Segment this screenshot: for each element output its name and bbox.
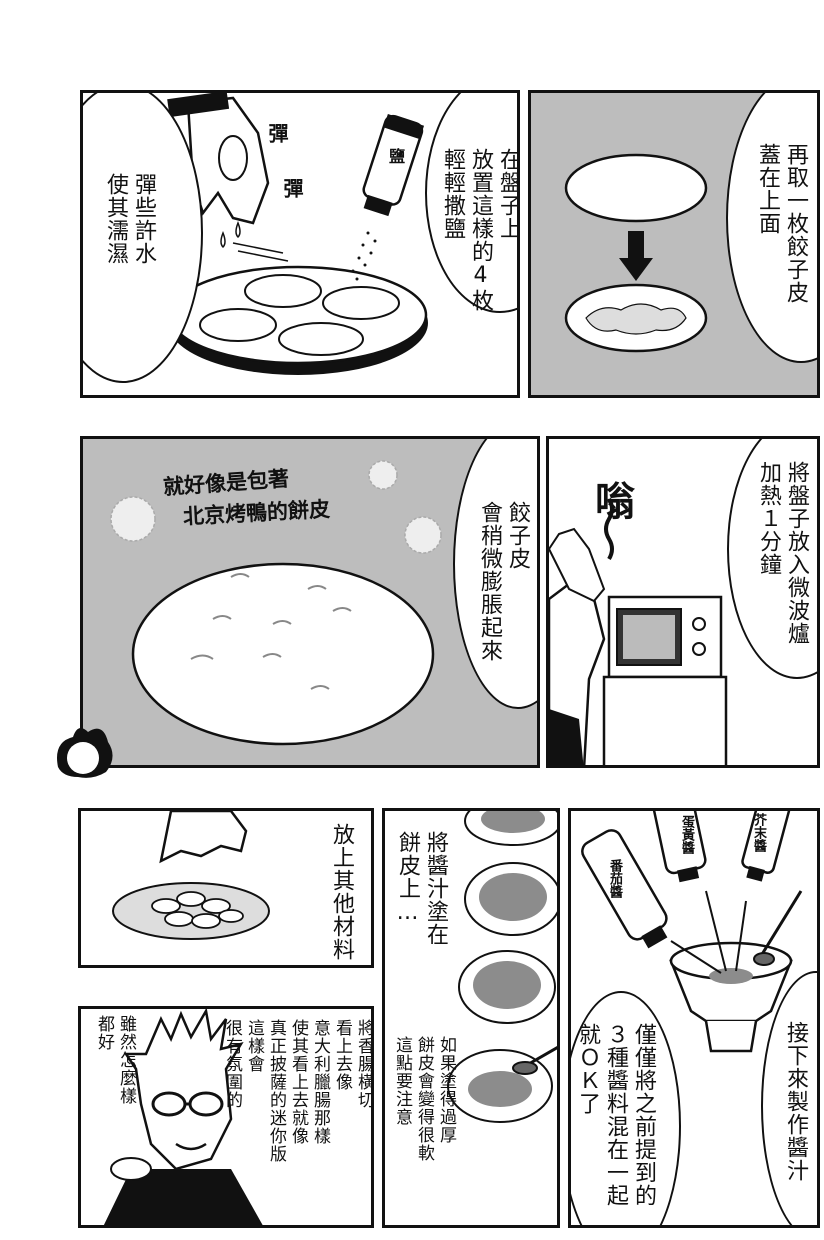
salt-label: 鹽	[386, 148, 405, 164]
sfx-splash-1: 彈	[265, 123, 289, 144]
panel-puffed-wrapper: 就好像是包著 北京烤鴨的餅皮 餃子皮會稍微膨脹起來	[80, 436, 540, 768]
sauce-bottles-art	[581, 811, 803, 1053]
caption-next-sauce: 接下來製作醬汁	[783, 1021, 808, 1182]
caption-bubble-mix	[571, 991, 681, 1225]
man-with-glasses-art	[103, 1009, 263, 1225]
panel-microwave: 將盤子放入微波爐加熱１分鐘 嗡	[546, 436, 820, 768]
bottle-ketchup-label: 番茄醬	[607, 859, 622, 898]
panel-sprinkle-water: 彈些許水使其濡濕 在盤子上放置這樣的4枚輕輕撒鹽 彈 彈 鹽	[80, 90, 520, 398]
panel-sausage-tip: 雖然怎麼樣都好 將香腸橫切看上去像意大利臘腸那樣使其看上去就像真正披薩的迷你版這…	[78, 1006, 374, 1228]
sfx-buzz: 嗡	[595, 479, 635, 525]
caption-sprinkle-water: 彈些許水使其濡濕	[103, 173, 156, 265]
puffed-wrapper-art	[110, 460, 442, 746]
caption-sausage: 將香腸橫切看上去像意大利臘腸那樣使其看上去就像真正披薩的迷你版這樣會很有氛圍的	[222, 1019, 374, 1163]
caption-bubble-next	[761, 971, 817, 1225]
caption-puff: 餃子皮會稍微膨脹起來	[477, 501, 530, 662]
caption-microwave: 將盤子放入微波爐加熱１分鐘	[756, 461, 809, 645]
sauce-wrappers-art	[447, 811, 557, 1123]
group-logo-icon	[57, 728, 113, 778]
aside-anyway: 雖然怎麼樣都好	[94, 1015, 136, 1105]
bottle-mustard-label: 芥末醬	[751, 813, 766, 852]
caption-toppings: 放上其他材料	[329, 823, 354, 961]
caption-cover: 再取一枚餃子皮蓋在上面	[755, 143, 808, 304]
panel-spread-sauce: 將醬汁塗在餅皮上… 如果塗得過厚餅皮會變得很軟這點要注意	[382, 808, 560, 1228]
panel-cover-wrapper: 再取一枚餃子皮蓋在上面	[528, 90, 820, 398]
panel-toppings: 放上其他材料	[78, 808, 374, 968]
toppings-art	[112, 811, 270, 940]
bottle-mayonnaise-label: 蛋黃醬	[679, 815, 694, 854]
sfx-splash-2: 彈	[280, 178, 304, 199]
microwave-art	[549, 497, 728, 765]
note-too-thick: 如果塗得過厚餅皮會變得很軟這點要注意	[392, 1036, 456, 1162]
plate-with-wrappers-art	[167, 93, 428, 375]
caption-spread-sauce: 將醬汁塗在餅皮上…	[395, 831, 448, 946]
cover-wrapper-art	[564, 153, 708, 353]
caption-salt: 在盤子上放置這樣的4枚輕輕撒鹽	[440, 148, 520, 312]
